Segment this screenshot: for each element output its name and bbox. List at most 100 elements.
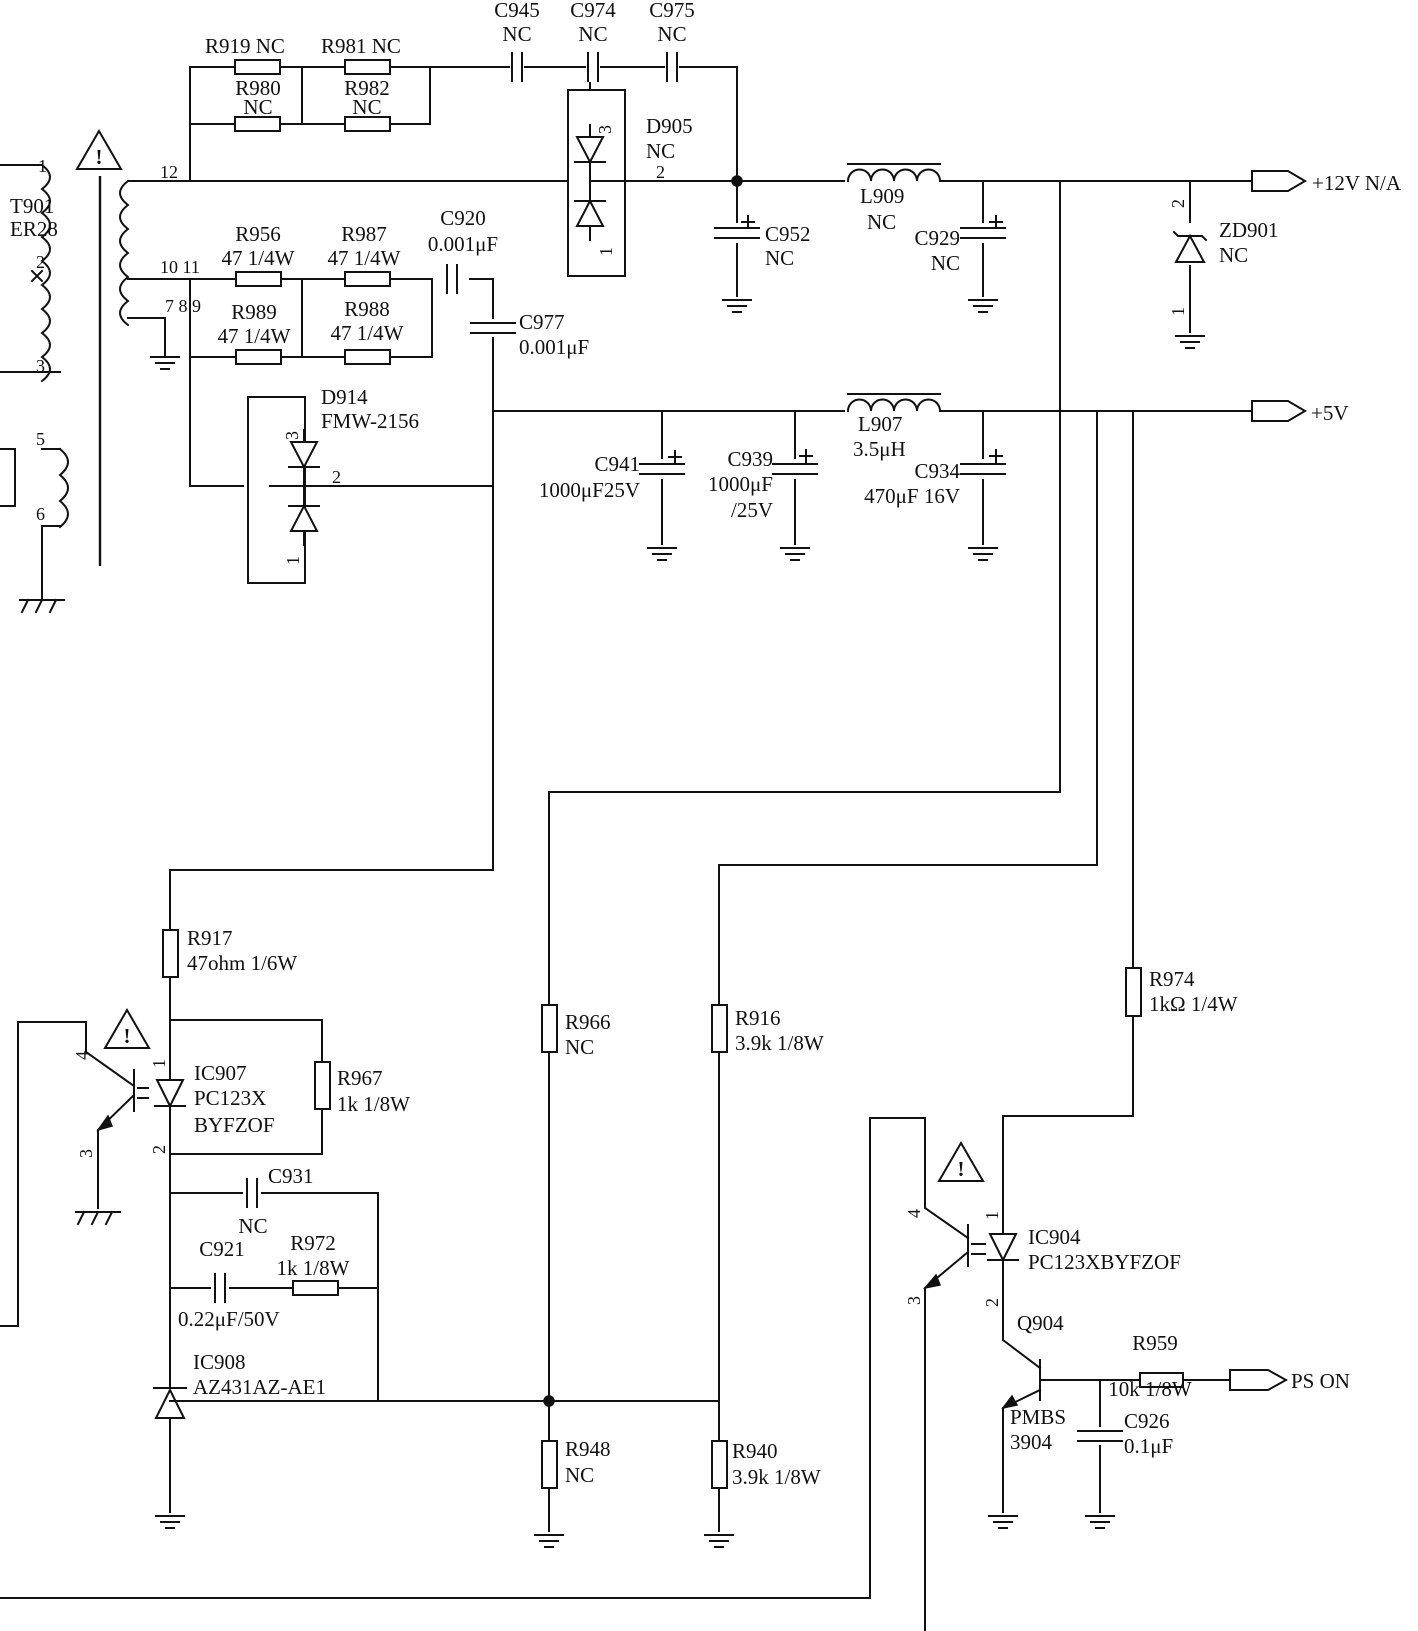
svg-text:47 1/4W: 47 1/4W: [222, 246, 295, 270]
t901-pin-12: 12: [160, 162, 178, 182]
svg-text:R917: R917: [187, 926, 233, 950]
svg-text:1k 1/8W: 1k 1/8W: [337, 1092, 410, 1116]
svg-text:2: 2: [656, 162, 665, 182]
resistor-r980: R980 NC: [234, 76, 281, 132]
svg-text:BYFZOF: BYFZOF: [194, 1113, 275, 1137]
t901-pin-7-8-9: 7 8 9: [165, 296, 201, 316]
svg-text:NC: NC: [867, 210, 896, 234]
svg-text:2: 2: [1168, 199, 1188, 208]
resistor-r988: R988 47 1/4W: [331, 297, 404, 365]
capacitor-c975: C975 NC: [649, 0, 695, 82]
svg-text:R989: R989: [231, 300, 277, 324]
svg-text:IC908: IC908: [193, 1350, 246, 1374]
svg-text:1000μF: 1000μF: [708, 472, 773, 496]
svg-text:47 1/4W: 47 1/4W: [328, 246, 401, 270]
resistor-r982: R982 NC: [344, 76, 391, 132]
inductor-l907: L907 3.5μH: [845, 393, 942, 461]
svg-text:IC904: IC904: [1028, 1225, 1081, 1249]
svg-text:3: 3: [595, 125, 615, 134]
svg-text:PC123X: PC123X: [194, 1086, 266, 1110]
svg-text:NC: NC: [931, 251, 960, 275]
optocoupler-ic907: IC907 PC123X BYFZOF 4 3 1 2 !: [72, 1009, 275, 1225]
svg-text:R966: R966: [565, 1010, 611, 1034]
svg-text:L909: L909: [860, 184, 904, 208]
connector-5v: +5V: [1251, 400, 1349, 425]
svg-text:47 1/4W: 47 1/4W: [218, 324, 291, 348]
svg-text:PS ON: PS ON: [1291, 1369, 1350, 1393]
svg-text:Q904: Q904: [1017, 1311, 1064, 1335]
svg-text:R956: R956: [235, 222, 281, 246]
svg-text:NC: NC: [565, 1035, 594, 1059]
capacitor-c920: C920 0.001μF: [428, 206, 498, 295]
svg-text:3.9k 1/8W: 3.9k 1/8W: [732, 1465, 821, 1489]
svg-text:R916: R916: [735, 1006, 781, 1030]
resistor-r916: R916 3.9k 1/8W: [711, 1004, 824, 1055]
capacitor-c939: C939 1000μF /25V: [708, 447, 818, 561]
t901-pin-5: 5: [36, 429, 45, 449]
svg-text:10k 1/8W: 10k 1/8W: [1108, 1377, 1192, 1401]
svg-text:47 1/4W: 47 1/4W: [331, 321, 404, 345]
svg-text:470μF 16V: 470μF 16V: [864, 484, 960, 508]
zener-zd901: ZD901 NC 2 1: [1168, 199, 1279, 349]
svg-text:R974: R974: [1149, 967, 1195, 991]
connector-12v: +12V N/A: [1251, 170, 1402, 195]
t901-pin-3: 3: [36, 356, 45, 376]
resistor-r967: R967 1k 1/8W: [314, 1061, 410, 1116]
svg-text:NC: NC: [238, 1214, 267, 1238]
t901-ref: T901: [10, 194, 54, 218]
capacitor-c929: C929 NC: [914, 215, 1006, 313]
diode-d914: D914 FMW-2156 3 2 1: [247, 385, 419, 584]
capacitor-c952: C952 NC: [714, 215, 811, 313]
svg-text:C926: C926: [1124, 1409, 1170, 1433]
svg-text:C929: C929: [914, 226, 960, 250]
svg-text:3904: 3904: [1010, 1430, 1053, 1454]
svg-text:3: 3: [282, 431, 302, 440]
svg-text:C952: C952: [765, 222, 811, 246]
shunt-reference-ic908: IC908 AZ431AZ-AE1: [153, 1350, 379, 1529]
svg-text:PMBS: PMBS: [1010, 1405, 1066, 1429]
svg-text:D905: D905: [646, 114, 693, 138]
t901-pin-2: 2: [36, 252, 45, 272]
svg-text:3: 3: [904, 1296, 924, 1305]
svg-text:NC: NC: [352, 95, 381, 119]
svg-text:4: 4: [904, 1209, 924, 1218]
wires: [0, 66, 1253, 1631]
svg-text:NC: NC: [1219, 243, 1248, 267]
svg-text:C974: C974: [570, 0, 616, 22]
svg-text:1k 1/8W: 1k 1/8W: [277, 1256, 350, 1280]
warning-icon: !: [104, 1009, 150, 1049]
svg-text:R940: R940: [732, 1439, 778, 1463]
warning-icon: !: [76, 130, 122, 170]
resistor-r917: R917 47ohm 1/6W: [162, 926, 297, 978]
svg-text:PC123XBYFZOF: PC123XBYFZOF: [1028, 1250, 1181, 1274]
capacitor-c945: C945 NC: [494, 0, 540, 82]
svg-text:1: 1: [283, 556, 303, 565]
capacitor-c974: C974 NC: [570, 0, 616, 82]
resistor-r974: R974 1kΩ 1/4W: [1125, 967, 1238, 1017]
svg-text:C941: C941: [594, 452, 640, 476]
junctions: [543, 175, 743, 1407]
svg-text:0.1μF: 0.1μF: [1124, 1434, 1173, 1458]
svg-text:0.001μF: 0.001μF: [519, 335, 589, 359]
svg-text:C931: C931: [268, 1164, 314, 1188]
svg-text:NC: NC: [657, 22, 686, 46]
svg-text:L907: L907: [858, 412, 902, 436]
capacitor-c931: C931 NC: [238, 1164, 313, 1238]
svg-text:!: !: [958, 1157, 965, 1181]
t901-type: ER28: [10, 217, 58, 241]
resistor-r981: R981 NC: [321, 34, 401, 75]
svg-text:/25V: /25V: [731, 498, 773, 522]
resistor-r959: R959 10k 1/8W: [1108, 1331, 1192, 1401]
svg-text:NC: NC: [578, 22, 607, 46]
svg-text:C945: C945: [494, 0, 540, 22]
svg-text:!: !: [124, 1024, 131, 1048]
svg-text:1kΩ 1/4W: 1kΩ 1/4W: [1149, 992, 1238, 1016]
svg-text:0.001μF: 0.001μF: [428, 232, 498, 256]
svg-text:C939: C939: [727, 447, 773, 471]
svg-text:NC: NC: [765, 246, 794, 270]
resistor-r919: R919 NC: [205, 34, 285, 75]
warning-icon: !: [938, 1142, 984, 1182]
svg-text:2: 2: [332, 467, 341, 487]
svg-text:2: 2: [982, 1298, 1002, 1307]
svg-text:R919 NC: R919 NC: [205, 34, 285, 58]
